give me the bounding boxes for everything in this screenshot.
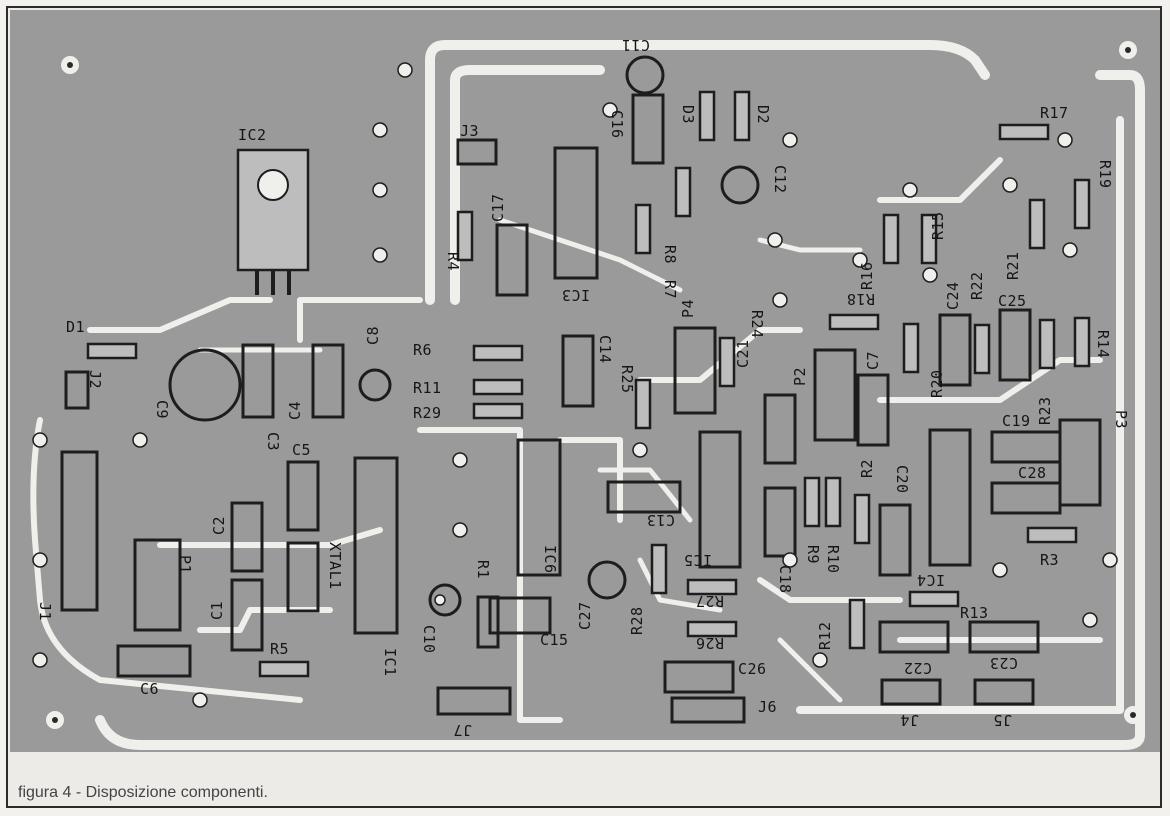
label-r22: R22 [968,271,986,300]
label-p3: P3 [1112,410,1130,429]
label-c28: C28 [1018,464,1047,482]
label-r15: R15 [929,211,947,240]
resistors-diodes [86,90,1091,678]
label-r26: R26 [695,634,724,652]
label-d1: D1 [66,318,85,336]
label-c5: C5 [292,441,311,459]
label-r4: R4 [444,252,462,271]
label-j2: J2 [86,370,104,389]
label-c7: C7 [864,351,882,370]
label-j7: J7 [453,721,472,739]
label-c9: C9 [153,400,171,419]
label-c13: C13 [646,511,675,529]
label-p2: P2 [791,367,809,386]
label-r20: R20 [928,369,946,398]
label-c17: C17 [489,193,507,222]
label-c22: C22 [903,659,932,677]
rect-components [64,93,1102,724]
label-c2: C2 [210,516,228,535]
label-ic1: IC1 [381,648,399,677]
label-xtal1: XTAL1 [326,542,344,590]
label-r10: R10 [824,545,842,574]
label-r18: R18 [846,290,875,308]
label-r24: R24 [748,310,766,339]
label-c14: C14 [596,335,614,364]
label-ic2: IC2 [238,126,267,144]
label-c8: C8 [364,326,382,345]
component-labels: IC2 C11 C16 D3 D2 C12 C17 J3 R4 IC3 R8 R… [36,36,1130,739]
label-d2: D2 [754,105,772,124]
mounting-holes [46,41,1142,729]
pads [32,62,1118,708]
label-r5: R5 [270,640,289,658]
label-j3: J3 [460,122,479,140]
label-c16: C16 [608,110,626,139]
label-c19: C19 [1002,412,1031,430]
label-c11: C11 [621,36,650,54]
label-c21: C21 [734,339,752,368]
caption-strip [10,752,1160,806]
label-r14: R14 [1094,330,1112,359]
label-c25: C25 [998,292,1027,310]
label-c15: C15 [540,631,569,649]
ic2-regulator [236,148,310,295]
label-r9: R9 [804,545,822,564]
label-r17: R17 [1040,104,1069,122]
tracks [30,40,1145,750]
label-r13: R13 [960,604,989,622]
label-c4: C4 [286,401,304,420]
label-ic4: IC4 [916,571,945,589]
label-p4: P4 [679,299,697,318]
label-j1: J1 [36,602,54,621]
label-c12: C12 [771,165,789,194]
label-r25: R25 [618,365,636,394]
label-j4: J4 [900,711,919,729]
label-ic5: IC5 [683,551,712,569]
label-r29: R29 [413,404,442,422]
label-r27: R27 [695,592,724,610]
label-r16: R16 [858,261,876,290]
label-r3: R3 [1040,551,1059,569]
label-r1: R1 [474,560,492,579]
label-j6: J6 [758,698,777,716]
label-r12: R12 [816,621,834,650]
label-r21: R21 [1004,251,1022,280]
label-r2: R2 [858,459,876,478]
label-c26: C26 [738,660,767,678]
label-c10: C10 [420,625,438,654]
label-ic3: IC3 [561,286,590,304]
label-r28: R28 [628,606,646,635]
label-c1: C1 [208,601,226,620]
label-r23: R23 [1036,396,1054,425]
label-r19: R19 [1096,160,1114,189]
label-r11: R11 [413,379,442,397]
label-c6: C6 [140,680,159,698]
label-c24: C24 [944,281,962,310]
dip-ics [60,146,972,635]
label-c3: C3 [264,432,282,451]
label-ic6: IC6 [541,545,559,574]
label-j5: J5 [993,711,1012,729]
label-p1: P1 [176,555,194,574]
label-c20: C20 [893,465,911,494]
label-c23: C23 [989,654,1018,672]
label-d3: D3 [679,105,697,124]
electrolytic-capacitors [168,55,760,617]
label-r6: R6 [413,341,432,359]
label-c18: C18 [776,565,794,594]
label-c27: C27 [576,601,594,630]
figure-caption: figura 4 - Disposizione componenti. [18,784,268,801]
label-r7: R7 [661,280,679,299]
label-r8: R8 [661,245,679,264]
